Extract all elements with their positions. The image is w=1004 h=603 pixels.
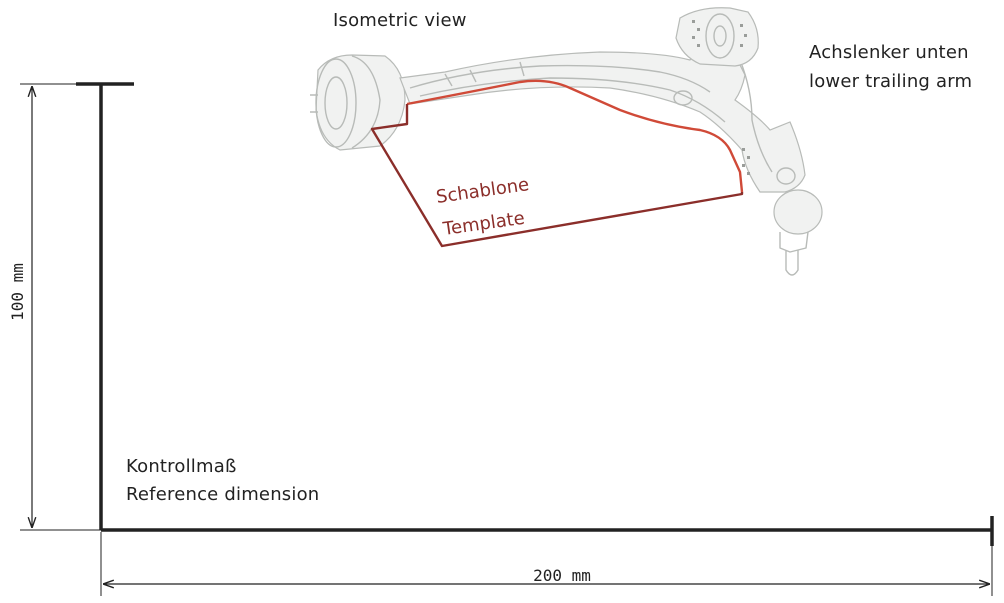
isometric-view-label: Isometric view: [333, 10, 467, 31]
template-label-german: Schablone: [435, 174, 531, 208]
top-bushing: [675, 7, 759, 67]
reference-label-german: Kontrollmaß: [126, 456, 237, 477]
trailing-arm-illustration: [310, 7, 823, 276]
part-name-english: lower trailing arm: [809, 71, 972, 92]
arm-body: [399, 47, 806, 193]
vertical-dimension: 100 mm: [8, 83, 101, 531]
reference-label-english: Reference dimension: [126, 484, 319, 505]
vertical-dimension-label: 100 mm: [8, 263, 27, 321]
horizontal-dimension: 200 mm: [100, 532, 993, 596]
template-outline: [370, 79, 744, 248]
reference-frame: [76, 82, 994, 546]
part-name-german: Achslenker unten: [809, 42, 969, 63]
horizontal-dimension-label: 200 mm: [533, 566, 591, 585]
template-label-english: Template: [441, 208, 526, 240]
left-bushing: [310, 54, 406, 151]
ball-joint: [742, 148, 823, 276]
